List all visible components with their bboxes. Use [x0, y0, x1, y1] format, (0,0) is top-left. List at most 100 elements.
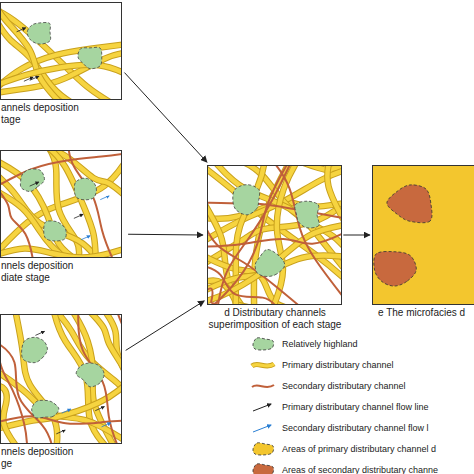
secondary-channel	[207, 231, 342, 246]
legend-swatch	[250, 336, 276, 352]
legend-row: Secondary distributary channel	[250, 375, 438, 396]
highland	[32, 400, 59, 418]
secondary-channel	[209, 165, 290, 305]
panel-illustration	[0, 150, 122, 258]
caption-text: d Distributary channels superimposition …	[195, 307, 355, 331]
primary-channel-edge	[45, 150, 96, 258]
secondary-channel	[0, 416, 122, 424]
stage-arrow	[343, 235, 370, 236]
primary-flow-line	[17, 28, 26, 32]
caption-text: nnels deposition	[1, 260, 161, 272]
highland	[22, 337, 48, 362]
primary-channel	[0, 385, 18, 444]
primary-channel	[0, 160, 81, 258]
secondary-flow-line	[81, 236, 90, 240]
panel-illustration	[0, 314, 122, 444]
highland	[78, 47, 102, 68]
panel-ground	[372, 165, 474, 305]
legend-text: Primary distributary channel	[282, 360, 394, 370]
secondary-channel	[105, 314, 122, 336]
legend-line-sample	[252, 385, 274, 387]
secondary-flow-line	[62, 409, 71, 413]
legend-text: Relatively highland	[282, 339, 358, 349]
legend-text: Secondary distributary channel	[282, 381, 406, 391]
secondary-channel	[207, 295, 235, 305]
legend-line-sample	[252, 364, 274, 366]
legend-swatch	[250, 462, 276, 474]
secondary-flow-line	[100, 196, 109, 200]
caption-text: e The microfacies d	[378, 307, 474, 319]
panel-illustration	[0, 2, 122, 100]
secondary-channel	[272, 165, 342, 302]
legend-swatch	[250, 357, 276, 373]
highland	[76, 363, 104, 387]
primary-channel-edge	[327, 165, 342, 264]
highland	[74, 178, 96, 200]
legend: Relatively highlandPrimary distributary …	[250, 333, 438, 474]
secondary-channel-area	[387, 185, 432, 223]
stage-panel: e The microfacies d	[372, 165, 474, 305]
stage-panel: d Distributary channels superimposition …	[207, 165, 342, 305]
highland	[44, 221, 67, 241]
legend-arrow-sample	[253, 404, 271, 411]
stage-panel: nnels depositionge	[0, 314, 122, 444]
primary-channel	[327, 165, 342, 264]
primary-channel	[0, 65, 122, 86]
legend-row: Areas of primary distributary channel d	[250, 438, 438, 459]
stage-arrow	[126, 301, 205, 351]
secondary-channel	[68, 150, 114, 258]
stage-arrow	[128, 234, 203, 236]
primary-flow-line	[74, 214, 83, 218]
caption-text: diate stage	[1, 272, 161, 284]
primary-channel-edge	[0, 248, 122, 258]
stage-arrow	[124, 73, 207, 163]
secondary-flow-line	[102, 423, 111, 427]
legend-text: Secondary distributary channel flow l	[282, 423, 429, 433]
stage-panel: annels depositiontage	[0, 2, 122, 100]
panel-caption: nnels depositionge	[1, 446, 161, 470]
primary-channel	[45, 150, 96, 258]
primary-flow-line	[95, 407, 104, 411]
legend-row: Areas of secondary distributary channe	[250, 459, 438, 474]
legend-color-sample	[253, 442, 274, 454]
secondary-channel	[0, 186, 34, 258]
primary-flow-line	[35, 331, 44, 335]
secondary-channel	[207, 203, 342, 219]
primary-channel-edge	[0, 385, 18, 444]
caption-text: ge	[1, 458, 161, 470]
legend-row: Primary distributary channel	[250, 354, 438, 375]
legend-swatch	[250, 378, 276, 394]
panel-caption: d Distributary channels superimposition …	[195, 307, 355, 331]
caption-text: annels deposition	[1, 102, 161, 114]
secondary-channel	[217, 165, 292, 305]
panel-caption: annels depositiontage	[1, 102, 161, 126]
primary-flow-line	[56, 430, 65, 434]
primary-flow-line	[24, 77, 33, 81]
secondary-channel	[207, 288, 232, 305]
highland	[20, 169, 44, 192]
panel-caption: nnels depositiondiate stage	[1, 260, 161, 284]
legend-text: Primary distributary channel flow line	[282, 402, 429, 412]
legend-text: Areas of secondary distributary channe	[282, 465, 438, 474]
legend-swatch	[250, 441, 276, 457]
primary-channel-edge	[0, 65, 122, 86]
caption-text: tage	[1, 114, 161, 126]
stage-panel: nnels depositiondiate stage	[0, 150, 122, 258]
legend-text: Areas of primary distributary channel d	[282, 444, 436, 454]
primary-channel-edge	[0, 4, 62, 100]
legend-swatch	[250, 399, 276, 415]
highland	[233, 185, 260, 215]
secondary-channel	[207, 219, 304, 305]
legend-row: Relatively highland	[250, 333, 438, 354]
highland	[295, 201, 319, 228]
primary-flow-line	[30, 182, 39, 186]
legend-color-sample	[253, 337, 274, 349]
legend-row: Primary distributary channel flow line	[250, 396, 438, 417]
legend-row: Secondary distributary channel flow l	[250, 417, 438, 438]
panel-caption: e The microfacies d	[378, 307, 474, 319]
caption-text: nnels deposition	[1, 446, 161, 458]
panel-illustration	[372, 165, 474, 305]
primary-channel-edge	[0, 160, 81, 258]
legend-color-sample	[253, 463, 274, 474]
